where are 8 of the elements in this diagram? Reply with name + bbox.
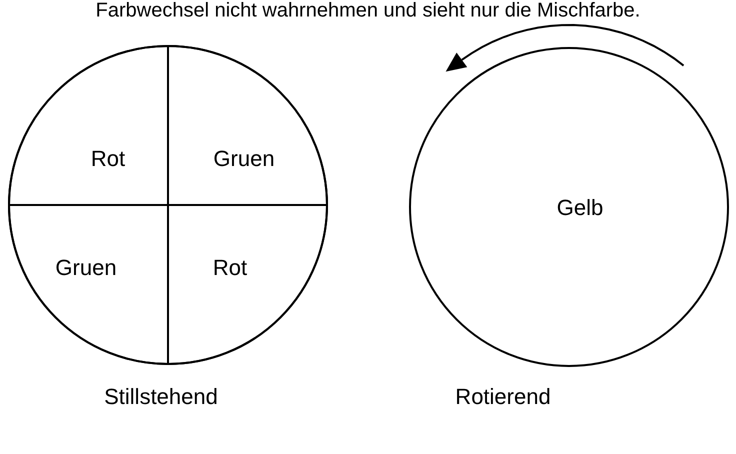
node-label: Rotierend: [455, 384, 551, 410]
color-label: Rot: [212, 255, 248, 281]
color-label: Gruen: [213, 146, 275, 172]
color-label: Rot: [90, 146, 126, 172]
node-label: Stillstehend: [104, 384, 218, 410]
text-line: Farbwechsel nicht wahrnehmen und sieht nur die Mischfarbe.: [96, 0, 640, 22]
color-label: Gruen: [55, 255, 117, 281]
color-label: Gelb: [556, 195, 604, 221]
